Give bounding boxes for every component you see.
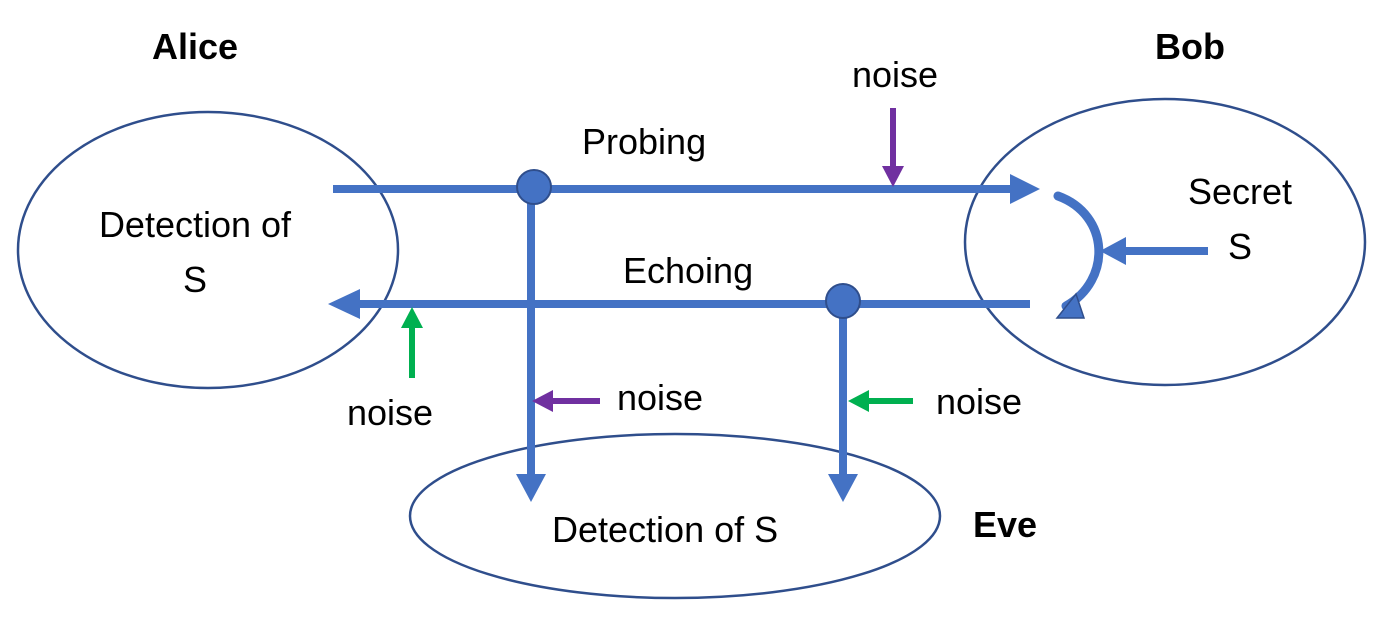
- echoing-label: Echoing: [623, 250, 754, 291]
- probe-noise-label: noise: [852, 54, 939, 95]
- probe-noise-arrowhead: [882, 166, 904, 187]
- eve-label: Eve: [973, 504, 1038, 545]
- bob-secret-line2: S: [1227, 226, 1252, 267]
- eve-detection-text: Detection of S: [552, 509, 779, 550]
- alice-label: Alice: [152, 26, 239, 67]
- eve-probe-noise-label: noise: [617, 377, 704, 418]
- alice-ellipse: [16, 110, 400, 390]
- probing-arrowhead: [1010, 174, 1040, 204]
- probe-tap-node: [516, 169, 552, 205]
- secret-injection-arrowhead: [1100, 237, 1126, 265]
- echoing-arrowhead: [328, 289, 360, 319]
- echo-noise-label: noise: [347, 392, 434, 433]
- echo-tap-node: [825, 283, 861, 319]
- alice-detection-line1: Detection of: [98, 204, 292, 245]
- eve-probe-noise-arrowhead: [532, 390, 553, 412]
- eve-echo-noise-arrowhead: [848, 390, 869, 412]
- bob-label: Bob: [1155, 26, 1225, 67]
- bob-secret-line1: Secret: [1187, 171, 1293, 212]
- eve-ellipse: [408, 432, 942, 600]
- alice-detection-line2: S: [182, 259, 207, 300]
- echo-noise-arrowhead: [401, 307, 423, 328]
- probing-label: Probing: [582, 121, 707, 162]
- eve-echo-tap-arrowhead: [828, 474, 858, 502]
- eve-echo-noise-label: noise: [936, 381, 1023, 422]
- bob-ellipse: [963, 97, 1367, 387]
- bob-reflection-arrowhead: [1055, 292, 1086, 319]
- bob-reflection-arrow: [1053, 191, 1104, 311]
- eve-probe-tap-arrowhead: [516, 474, 546, 502]
